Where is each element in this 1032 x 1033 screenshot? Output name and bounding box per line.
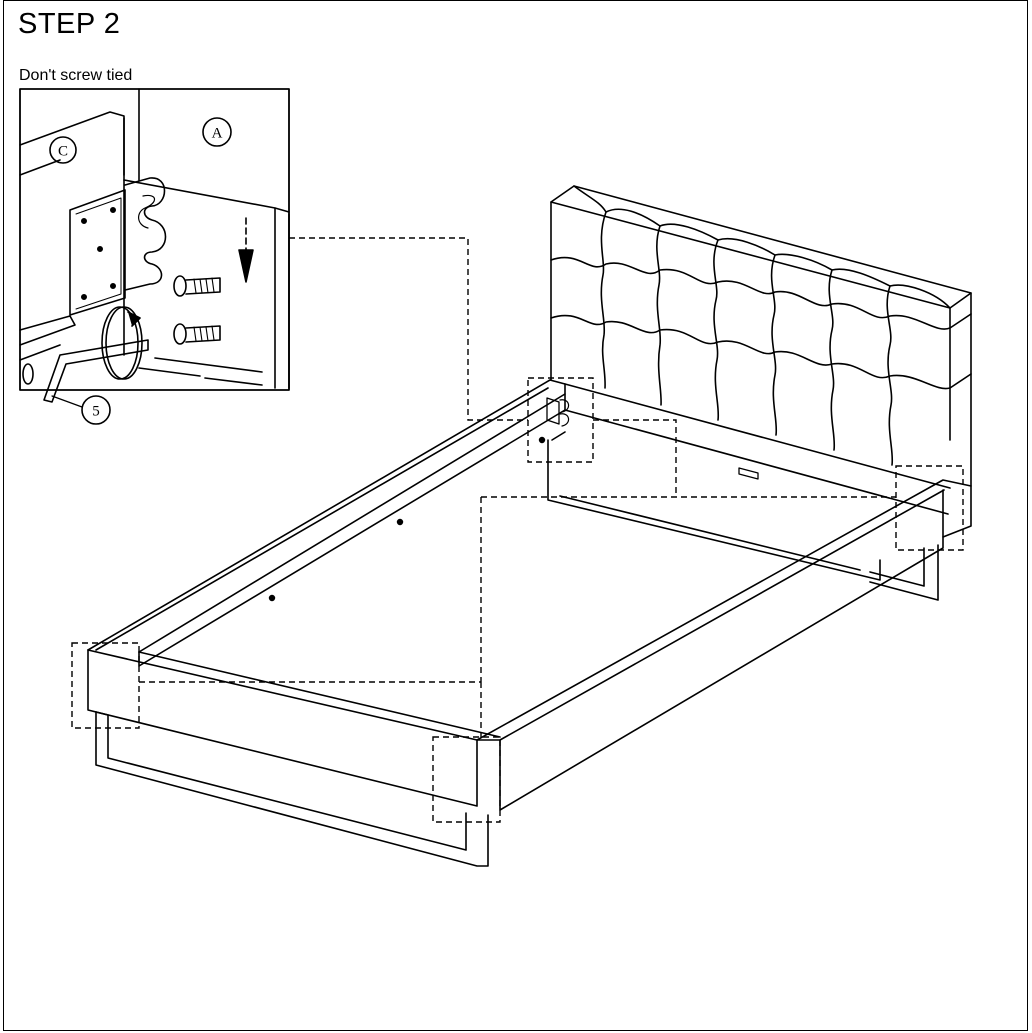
headboard [550, 185, 972, 538]
step-title: STEP 2 [18, 8, 121, 40]
detail-inset [19, 88, 290, 403]
bracket-plate [69, 189, 126, 316]
allen-key [43, 339, 149, 403]
callout-a-circle [202, 117, 232, 147]
rotate-arrow-icon [101, 306, 143, 380]
diagram-frame [3, 0, 1028, 1031]
callout-5-circle [81, 395, 111, 425]
callout-c-label: C [58, 144, 68, 160]
arrow-down-icon [238, 217, 254, 283]
bolt-upper [173, 275, 221, 297]
callout-5-label: 5 [92, 404, 100, 420]
dashed-callouts [71, 237, 964, 823]
instruction-note: Don't screw tied [19, 67, 133, 84]
callout-a-label: A [212, 126, 223, 142]
bolt-lower [173, 323, 221, 345]
callout-c-circle [49, 136, 77, 164]
hook-plate [124, 177, 167, 291]
bed-frame [87, 379, 972, 867]
